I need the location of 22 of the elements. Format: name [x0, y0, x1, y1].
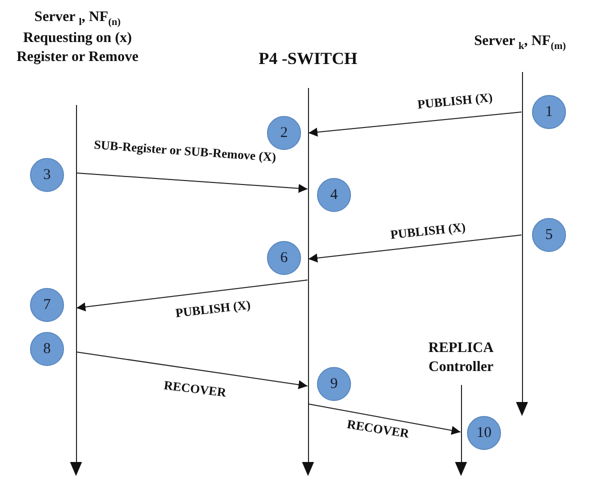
lifeline-heading: Server $_{l}$, NF$_{(n)}$	[33, 8, 122, 30]
step-number: 10	[467, 416, 501, 450]
step-number: 7	[30, 288, 64, 322]
message-arrow	[308, 404, 461, 435]
step-number: 5	[532, 218, 566, 252]
lifeline-heading: REPLICA Controller	[427, 339, 495, 377]
message-arrow	[76, 280, 308, 312]
message-arrow	[308, 112, 522, 137]
step-number: 3	[30, 158, 64, 192]
step-number: 8	[30, 332, 64, 366]
lifeline-heading: P4 -SWITCH	[258, 48, 358, 70]
message-arrow	[308, 234, 522, 262]
message-arrow	[76, 172, 308, 193]
step-number: 6	[267, 241, 301, 275]
lifeline-heading: Server $_{k}$, NF$_{(m)}$	[473, 32, 567, 54]
step-number: 9	[317, 367, 351, 401]
step-number: 2	[267, 116, 301, 150]
message-arrow	[76, 352, 308, 390]
lifeline-bar	[460, 385, 462, 462]
lifeline-heading: Requesting on (x) Register or Remove	[16, 29, 140, 67]
step-number: 4	[317, 178, 351, 212]
step-number: 1	[532, 95, 566, 129]
